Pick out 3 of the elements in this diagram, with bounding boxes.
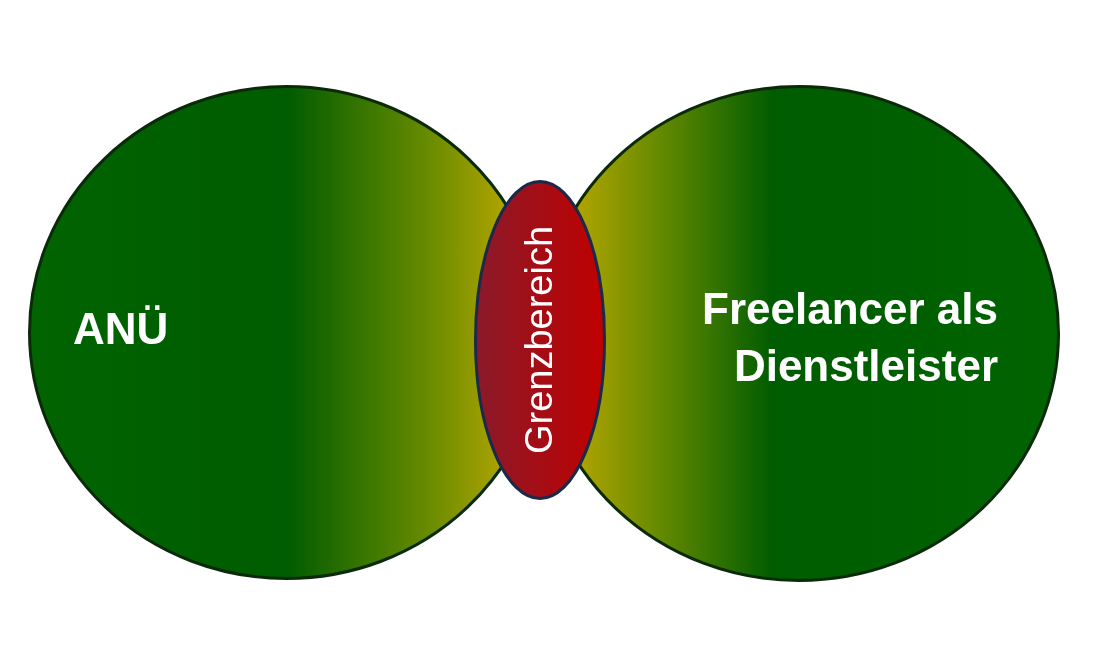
set-label: ANÜ bbox=[73, 303, 169, 355]
overlap-label: Grenzbereich bbox=[517, 225, 562, 455]
set-label: Freelancer als Dienstleister bbox=[701, 283, 998, 393]
